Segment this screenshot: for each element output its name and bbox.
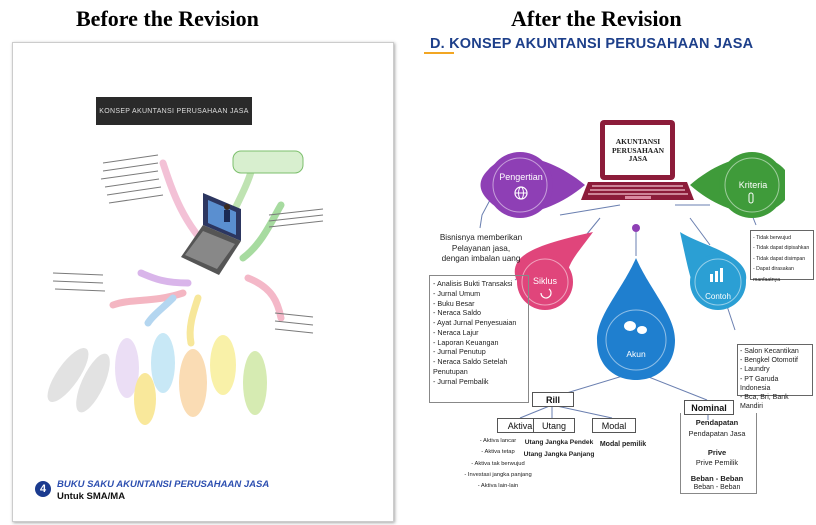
pendapatan-sub: Pendapatan Jasa [688, 429, 746, 438]
pencil-icon [748, 192, 754, 204]
footer-subtitle: Untuk SMA/MA [57, 491, 126, 502]
nominal-frame [680, 413, 757, 494]
utang-box: Utang [533, 418, 575, 433]
chat-bubbles-icon [624, 321, 647, 334]
footer-title: BUKU SAKU AKUNTANSI PERUSAHAAN JASA [57, 479, 270, 490]
title-accent [424, 52, 454, 54]
beban-sub: Beban - Beban [693, 484, 741, 491]
nominal-box: Nominal [684, 400, 734, 415]
modal-item: Modal pemilik [599, 441, 647, 448]
prive-sub: Prive Pemilik [695, 458, 739, 467]
beban-label: Beban - Beban [690, 474, 744, 483]
contoh-list: - Salon Kecantikan - Bengkel Otomotif - … [737, 344, 813, 410]
after-page-title: D. KONSEP AKUNTANSI PERUSAHAAN JASA [430, 36, 754, 52]
akun-label: Akun [626, 349, 646, 359]
prive-label: Prive [707, 448, 727, 457]
bar-chart-icon [710, 268, 723, 282]
siklus-list: - Analisis Bukti Transaksi - Jurnal Umum… [429, 275, 529, 403]
contoh-label: Contoh [705, 292, 731, 301]
laptop-label: AKUNTANSI PERUSAHAAN JASA [611, 137, 665, 164]
after-header: After the Revision [511, 6, 682, 31]
utang-list: Utang Jangka Pendek Utang Jangka Panjang [523, 439, 595, 458]
rill-box: Rill [532, 392, 574, 407]
pengertian-label: Pengertian [499, 172, 543, 182]
pengertian-text: Bisnisnya memberikan Pelayanan jasa, den… [439, 233, 523, 263]
before-page: KONSEP AKUNTANSI PERUSAHAAN JASA [12, 42, 394, 522]
pendapatan-label: Pendapatan [695, 418, 739, 427]
laptop-illustration [581, 120, 694, 200]
page-number: 4 [35, 481, 51, 497]
before-mind-map [47, 150, 324, 425]
before-title-box: KONSEP AKUNTANSI PERUSAHAAN JASA [96, 97, 252, 125]
modal-box: Modal [592, 418, 636, 433]
kriteria-list: - Tidak berwujud - Tidak dapat dipisahka… [750, 230, 814, 283]
kriteria-label: Kriteria [738, 180, 768, 190]
cycle-icon [540, 288, 552, 299]
siklus-label: Siklus [532, 276, 557, 286]
before-header: Before the Revision [76, 6, 259, 31]
aktiva-list: - Aktiva lancar - Aktiva tetap - Aktiva … [464, 438, 532, 490]
